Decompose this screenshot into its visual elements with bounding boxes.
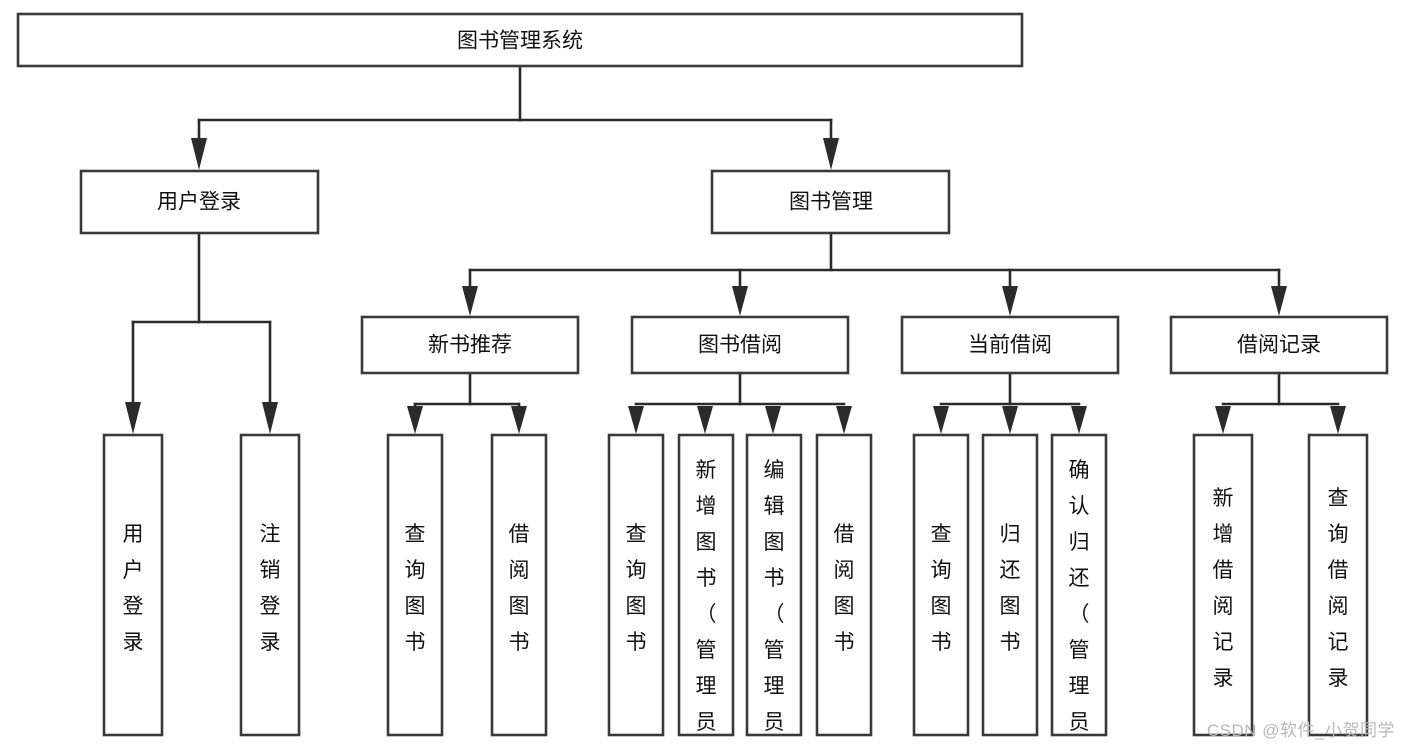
arrow-head-leaf-confirm-return	[1071, 406, 1087, 434]
arrow-head-leaf-borrow-book-2	[836, 406, 852, 434]
node-new-book-recommend-box[interactable]	[360, 315, 580, 375]
node-leaf-add-book-box[interactable]	[677, 433, 735, 737]
node-user-login-label: 用户登录	[157, 191, 241, 214]
node-book-manage[interactable]: 图书管理	[710, 169, 951, 235]
node-leaf-confirm-return-box[interactable]	[1050, 433, 1108, 737]
node-leaf-query-book-2[interactable]: 查询图书	[607, 433, 665, 737]
node-leaf-user-login[interactable]: 用户登录	[102, 433, 164, 737]
node-book-borrow-label: 图书借阅	[698, 334, 782, 357]
node-current-borrow-label: 当前借阅	[968, 334, 1052, 357]
node-leaf-user-login-label: 用户登录	[123, 523, 144, 654]
node-leaf-confirm-return-label: 确认归还（管理员）	[1069, 459, 1090, 747]
node-current-borrow-box[interactable]	[900, 315, 1120, 375]
arrow-head-new-book-recommend	[462, 286, 478, 316]
arrow-head-current-borrow	[1002, 286, 1018, 316]
node-book-manage-box[interactable]	[710, 169, 951, 235]
arrow-head-leaf-add-book	[697, 406, 713, 434]
node-leaf-user-login-box[interactable]	[102, 433, 164, 737]
node-book-borrow[interactable]: 图书借阅	[630, 315, 850, 375]
node-leaf-logout-login-box[interactable]	[239, 433, 301, 737]
node-leaf-query-record-label: 查询借阅记录	[1328, 487, 1349, 690]
node-user-login[interactable]: 用户登录	[79, 169, 320, 235]
node-leaf-query-book-3-label: 查询图书	[931, 523, 952, 654]
node-leaf-query-book-3-box[interactable]	[912, 433, 970, 737]
node-borrow-record-box[interactable]	[1169, 315, 1389, 375]
arrow-head-leaf-query-book-3	[933, 406, 949, 434]
node-borrow-record[interactable]: 借阅记录	[1169, 315, 1389, 375]
node-root-label: 图书管理系统	[457, 30, 583, 53]
node-root[interactable]: 图书管理系统	[16, 12, 1024, 68]
arrow-head-book-manage	[823, 138, 839, 170]
arrow-head-leaf-user-login	[125, 402, 141, 434]
node-leaf-return-book[interactable]: 归还图书	[981, 433, 1039, 737]
arrow-head-leaf-edit-book	[765, 406, 781, 434]
node-leaf-edit-book[interactable]: 编辑图书（管理员）	[745, 433, 803, 747]
node-leaf-add-book-label: 新增图书（管理员）	[696, 459, 717, 747]
node-book-borrow-box[interactable]	[630, 315, 850, 375]
csdn-watermark: CSDN @软件_小贺同学	[1206, 721, 1395, 740]
node-leaf-add-book[interactable]: 新增图书（管理员）	[677, 433, 735, 747]
arrow-head-book-borrow	[732, 286, 748, 316]
node-leaf-borrow-book-1-box[interactable]	[490, 433, 548, 737]
node-leaf-borrow-book-2-label: 借阅图书	[834, 523, 855, 654]
node-leaf-borrow-book-2[interactable]: 借阅图书	[815, 433, 873, 737]
arrow-head-leaf-borrow-book-1	[511, 406, 527, 434]
node-leaf-add-record-label: 新增借阅记录	[1213, 487, 1234, 690]
node-leaf-borrow-book-2-box[interactable]	[815, 433, 873, 737]
arrow-head-leaf-query-book-2	[628, 406, 644, 434]
arrow-head-leaf-query-record	[1330, 406, 1346, 434]
arrow-head-leaf-return-book	[1002, 406, 1018, 434]
node-leaf-query-record-box[interactable]	[1307, 433, 1369, 737]
node-leaf-query-book-1-label: 查询图书	[405, 523, 426, 654]
node-leaf-logout-login-label: 注销登录	[260, 523, 281, 654]
node-new-book-recommend-label: 新书推荐	[428, 334, 512, 357]
node-current-borrow[interactable]: 当前借阅	[900, 315, 1120, 375]
node-leaf-edit-book-box[interactable]	[745, 433, 803, 737]
node-user-login-box[interactable]	[79, 169, 320, 235]
arrow-head-leaf-logout-login	[262, 402, 278, 434]
node-leaf-query-book-1-box[interactable]	[386, 433, 444, 737]
node-leaf-edit-book-label: 编辑图书（管理员）	[764, 459, 785, 747]
node-leaf-borrow-book-1-label: 借阅图书	[509, 523, 530, 654]
node-leaf-query-book-2-label: 查询图书	[626, 523, 647, 654]
node-leaf-confirm-return[interactable]: 确认归还（管理员）	[1050, 433, 1108, 747]
node-book-manage-label: 图书管理	[789, 191, 873, 214]
node-root-box[interactable]	[16, 12, 1024, 68]
connector-layer	[125, 64, 1346, 434]
node-leaf-add-record[interactable]: 新增借阅记录	[1192, 433, 1254, 737]
node-leaf-borrow-book-1[interactable]: 借阅图书	[490, 433, 548, 737]
node-leaf-logout-login[interactable]: 注销登录	[239, 433, 301, 737]
arrow-head-user-login	[191, 138, 207, 170]
node-leaf-query-record[interactable]: 查询借阅记录	[1307, 433, 1369, 737]
arrow-head-leaf-query-book-1	[407, 406, 423, 434]
node-new-book-recommend[interactable]: 新书推荐	[360, 315, 580, 375]
arrow-head-leaf-add-record	[1215, 406, 1231, 434]
node-leaf-return-book-label: 归还图书	[1000, 523, 1021, 654]
arrow-head-borrow-record	[1271, 286, 1287, 316]
node-leaf-query-book-3[interactable]: 查询图书	[912, 433, 970, 737]
node-leaf-query-book-2-box[interactable]	[607, 433, 665, 737]
node-leaf-query-book-1[interactable]: 查询图书	[386, 433, 444, 737]
node-leaf-add-record-box[interactable]	[1192, 433, 1254, 737]
node-borrow-record-label: 借阅记录	[1237, 334, 1321, 357]
node-leaf-return-book-box[interactable]	[981, 433, 1039, 737]
